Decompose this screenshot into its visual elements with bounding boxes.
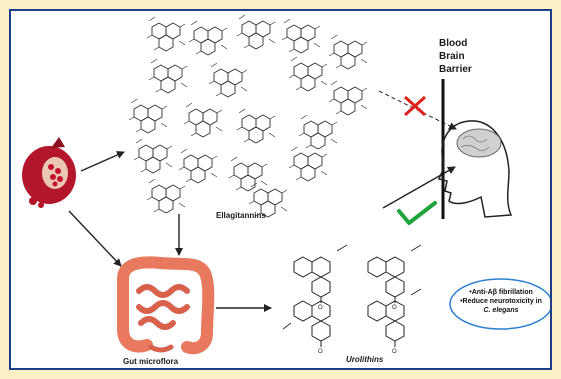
intestine-icon	[117, 256, 215, 355]
effects-text: •Anti-Aβ fibrillation •Reduce neurotoxic…	[453, 288, 549, 315]
arrow-pomegranate-to-ellagitannins	[80, 151, 125, 172]
brain-head-icon	[438, 120, 513, 218]
blood-brain-barrier-label: Blood Brain Barrier	[439, 37, 472, 76]
pomegranate-icon	[22, 137, 76, 208]
effect-line-3: C. elegans	[483, 307, 519, 314]
ellagitannin-structures	[129, 15, 367, 217]
figure-canvas: O	[9, 9, 552, 370]
bbb-line-3: Barrier	[439, 64, 472, 75]
effect-line-2: •Reduce neurotoxicity in	[460, 298, 542, 305]
urolithin-structures	[282, 244, 422, 356]
arrow-pomegranate-to-gut	[68, 210, 122, 267]
gut-microflora-label: Gut microflora	[123, 357, 179, 366]
check-mark-icon	[397, 201, 437, 225]
diagram-svg: O	[22, 11, 550, 356]
urolithins-label: Urolithins	[346, 355, 384, 364]
effects-ellipse	[449, 278, 550, 330]
ellagitannins-label: Ellagitannins	[216, 211, 266, 220]
bbb-line-2: Brain	[439, 51, 465, 62]
bbb-line-1: Blood	[439, 38, 468, 49]
cross-mark-icon	[403, 95, 427, 117]
effect-line-1: •Anti-Aβ fibrillation	[469, 289, 533, 296]
